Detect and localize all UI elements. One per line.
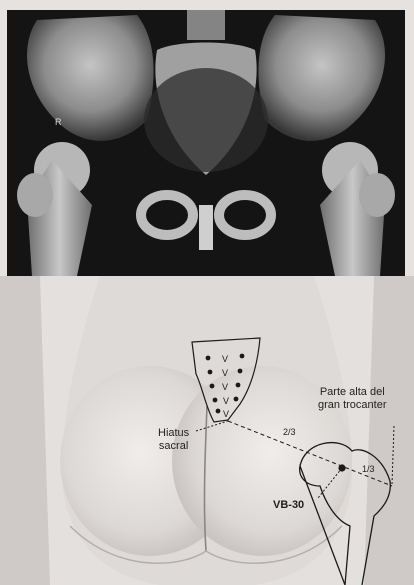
vb30-label: VB-30 <box>273 499 304 512</box>
fraction-two-thirds: 2/3 <box>283 426 296 439</box>
pubic-symphysis <box>199 205 213 250</box>
greater-trochanter-label-line1: Parte alta del <box>318 386 386 399</box>
pelvis-xray-drawing <box>7 10 405 276</box>
right-greater-trochanter <box>17 173 53 217</box>
pelvic-inlet <box>144 68 268 172</box>
sacral-hiatus-label-line1: Hiatus <box>158 427 189 440</box>
fraction-one-third: 1/3 <box>362 463 375 476</box>
sacral-vertebra-mark-4: V <box>223 396 229 406</box>
left-greater-trochanter <box>359 173 395 217</box>
sacral-hiatus-label-line2: sacral <box>158 440 189 453</box>
sacral-vertebra-mark-2: V <box>222 368 228 378</box>
xray-side-marker: R <box>55 117 62 127</box>
sacral-vertebra-mark-1: V <box>222 354 228 364</box>
lumbar-vertebra <box>187 10 225 40</box>
sacral-vertebra-mark-5: V <box>223 409 229 419</box>
greater-trochanter-label: Parte alta del gran trocanter <box>318 386 386 412</box>
sacral-vertebra-mark-3: V <box>222 382 228 392</box>
sacral-hiatus-label: Hiatus sacral <box>158 427 189 453</box>
gluteal-illustration: V V V V V <box>0 276 414 585</box>
gluteal-illustration-drawing: V V V V V <box>0 276 414 585</box>
greater-trochanter-label-line2: gran trocanter <box>318 399 386 412</box>
pelvis-xray <box>7 10 405 276</box>
